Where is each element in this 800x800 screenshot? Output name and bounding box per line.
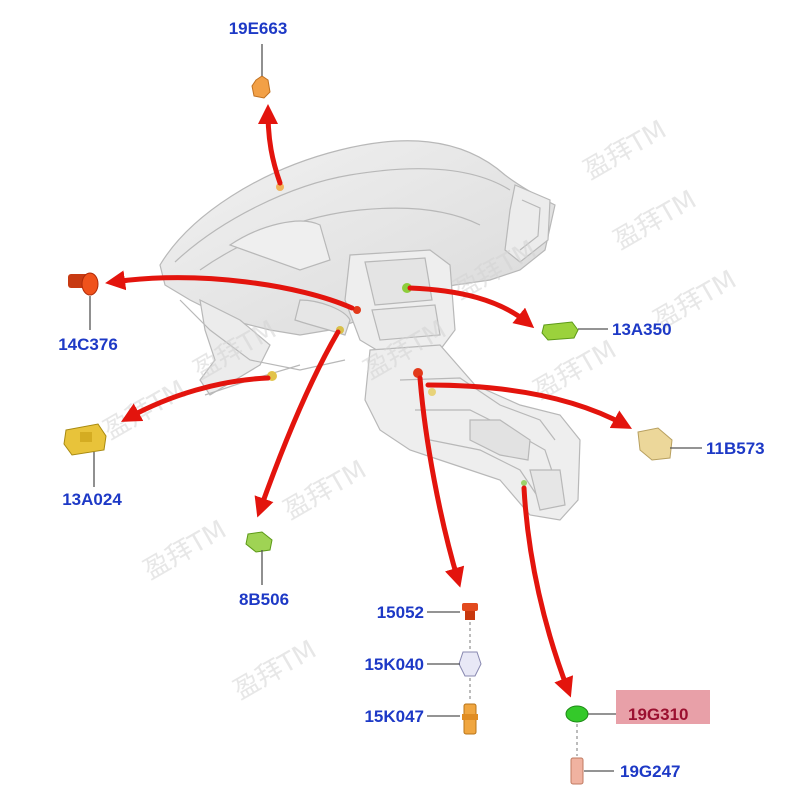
label-15K047[interactable]: 15K047 (364, 707, 424, 726)
arrow-19G310 (521, 485, 574, 698)
part-19E663-icon[interactable] (251, 75, 271, 99)
watermark: 盈拜TM (139, 515, 232, 586)
label-19G247[interactable]: 19G247 (620, 762, 681, 781)
label-19G310[interactable]: 19G310 (628, 705, 689, 724)
part-13A024-icon[interactable] (63, 423, 107, 456)
watermark: 盈拜TM (229, 635, 322, 706)
label-8B506[interactable]: 8B506 (239, 590, 289, 609)
part-19G247-icon[interactable] (570, 757, 584, 785)
arrow-13A024 (120, 375, 271, 422)
label-11B573[interactable]: 11B573 (706, 439, 765, 458)
arrow-14C376 (105, 270, 355, 311)
arrow-8B506 (254, 329, 341, 518)
part-15K040-icon[interactable] (458, 651, 482, 677)
leader-lines (89, 44, 702, 772)
arrow-13A350 (407, 285, 535, 329)
arrow-11B573 (425, 382, 633, 429)
arrow-15052 (417, 375, 465, 588)
label-13A024[interactable]: 13A024 (62, 490, 122, 509)
connector-dashes (469, 622, 578, 756)
watermark: 盈拜TM (579, 115, 672, 186)
watermark: 盈拜TM (609, 185, 702, 256)
part-11B573-icon[interactable] (637, 427, 673, 461)
part-15K047-icon[interactable] (462, 703, 478, 735)
watermark: 盈拜TM (279, 455, 372, 526)
location-markers (267, 183, 527, 486)
part-15052-icon[interactable] (462, 603, 478, 620)
label-19E663[interactable]: 19E663 (229, 19, 288, 38)
label-15052[interactable]: 15052 (377, 603, 424, 622)
label-14C376[interactable]: 14C376 (58, 335, 118, 354)
label-15K040[interactable]: 15K040 (364, 655, 424, 674)
instrument-panel-drawing (159, 140, 581, 521)
part-13A350-icon[interactable] (541, 321, 579, 341)
label-13A350[interactable]: 13A350 (612, 320, 672, 339)
arrow-19E663 (258, 104, 283, 186)
locator-arrows (105, 104, 633, 698)
part-19G310-icon[interactable] (565, 705, 589, 723)
part-labels: 19E663 14C376 13A350 13A024 11B573 8B506… (58, 19, 764, 781)
part-14C376-icon[interactable] (68, 272, 99, 296)
part-8B506-icon[interactable] (245, 531, 273, 553)
highlight-box (616, 690, 710, 724)
